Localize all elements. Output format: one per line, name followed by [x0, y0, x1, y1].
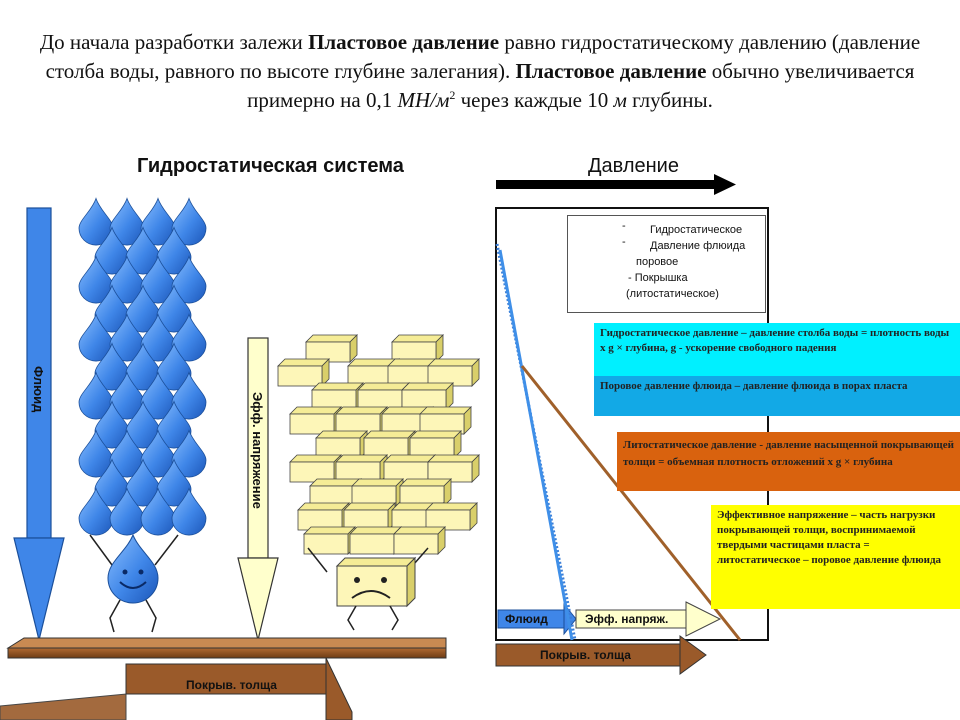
water-drop — [78, 429, 114, 478]
chart-fluid-label: Флюид — [505, 612, 548, 626]
water-drop — [109, 487, 145, 536]
legend-fluid-label: Давление флюида — [650, 240, 746, 252]
water-drop — [78, 371, 114, 420]
water-drop — [109, 371, 145, 420]
water-drop — [78, 255, 114, 304]
brick — [315, 430, 368, 459]
water-drop — [171, 487, 207, 536]
legend-litho-label: (литостатическое) — [626, 288, 719, 300]
brick — [335, 454, 388, 483]
water-drop — [171, 197, 207, 246]
water-drop — [109, 313, 145, 362]
chart-overburden-label: Покрыв. толща — [540, 648, 631, 662]
water-drop — [156, 226, 192, 275]
brick — [401, 382, 454, 411]
water-drop — [78, 313, 114, 362]
water-drop — [109, 197, 145, 246]
brick — [351, 478, 404, 507]
water-drops — [78, 197, 207, 536]
fluid-arrow — [13, 207, 65, 641]
effective-stress-definition-box: Эффективное напряжение – часть нагрузки … — [711, 505, 960, 609]
brick — [391, 334, 444, 363]
brick — [289, 406, 342, 435]
water-drop — [94, 226, 130, 275]
water-drop — [125, 400, 161, 449]
water-drop — [140, 255, 176, 304]
right-title: Давление — [588, 155, 679, 177]
brick — [393, 526, 446, 555]
overburden-arrow-chart — [495, 635, 707, 675]
brick — [427, 358, 480, 387]
legend: - Гидростатическое - Давление флюида пор… — [567, 215, 766, 313]
water-drop — [156, 342, 192, 391]
intro-paragraph: До начала разработки залежи Пластовое да… — [39, 30, 921, 112]
eff-arrow-chart — [575, 601, 722, 637]
water-drop — [94, 342, 130, 391]
water-drop — [109, 255, 145, 304]
water-drop — [156, 400, 192, 449]
brick — [277, 358, 330, 387]
brick — [399, 478, 452, 507]
fluid-arrow-label: Флюид — [31, 366, 46, 413]
brick — [363, 430, 416, 459]
water-drop — [140, 313, 176, 362]
brick — [349, 526, 402, 555]
effective-stress-arrow — [237, 337, 279, 641]
water-drop — [171, 371, 207, 420]
water-drop — [109, 429, 145, 478]
brick — [289, 454, 342, 483]
water-drop — [125, 284, 161, 333]
chart-frame — [495, 207, 769, 641]
brick-man — [307, 547, 429, 631]
water-drop — [171, 313, 207, 362]
brick-wall — [277, 334, 480, 555]
drop-man — [89, 533, 179, 633]
left-title: Гидростатическая система — [137, 155, 404, 177]
water-drop — [125, 226, 161, 275]
water-drop — [171, 255, 207, 304]
water-drop — [78, 487, 114, 536]
overburden-beam — [6, 637, 447, 659]
brick — [383, 454, 436, 483]
brick — [357, 382, 410, 411]
water-drop — [125, 342, 161, 391]
overburden-label-left: Покрыв. толща — [186, 678, 277, 692]
eff-stress-arrow-label: Эфф. напряжение — [250, 392, 265, 509]
water-drop — [94, 458, 130, 507]
brick — [409, 430, 462, 459]
water-drop — [171, 429, 207, 478]
hydrostatic-definition-box: Гидростатическое давление – давление сто… — [594, 323, 960, 376]
brick — [303, 526, 356, 555]
water-drop — [156, 284, 192, 333]
legend-hydro-label: Гидростатическое — [650, 224, 743, 236]
chart-eff-label: Эфф. напряж. — [585, 612, 669, 626]
brick — [343, 502, 396, 531]
water-drop — [140, 371, 176, 420]
legend-pore-label: поровое — [636, 256, 679, 268]
water-drop — [140, 487, 176, 536]
brick — [335, 406, 388, 435]
water-drop — [125, 458, 161, 507]
brick — [427, 454, 480, 483]
brick — [311, 382, 364, 411]
lithostatic-definition-box: Литостатическое давление - давление насы… — [617, 432, 960, 491]
water-drop — [156, 458, 192, 507]
legend-overburden-label: - Покрышка — [628, 272, 688, 284]
brick — [425, 502, 478, 531]
brick — [297, 502, 350, 531]
overburden-arrow-left — [0, 657, 353, 720]
lithostatic-line — [520, 365, 742, 641]
water-drop — [140, 429, 176, 478]
pore-pressure-definition-box: Поровое давление флюида – давление флюид… — [594, 376, 960, 416]
water-drop — [78, 197, 114, 246]
water-drop — [140, 197, 176, 246]
pressure-direction-arrow — [496, 174, 736, 195]
brick — [305, 334, 358, 363]
water-drop — [94, 400, 130, 449]
brick — [419, 406, 472, 435]
water-drop — [94, 284, 130, 333]
pore-pressure-line — [498, 249, 574, 641]
